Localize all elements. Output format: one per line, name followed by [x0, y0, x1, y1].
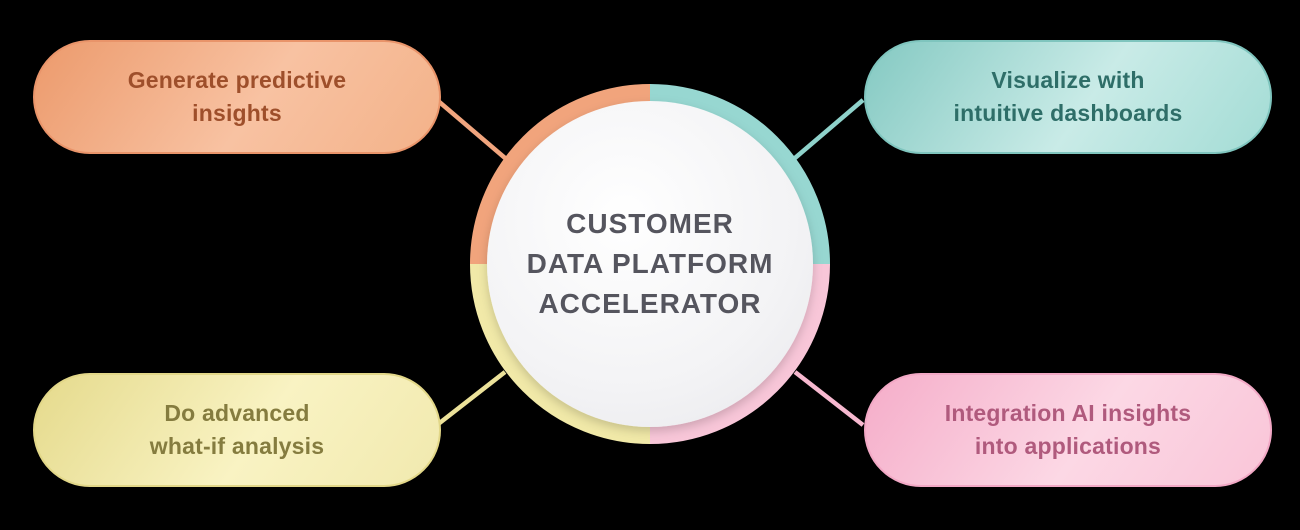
node-label: Integration AI insights into application… [944, 400, 1192, 459]
connector-top-right [793, 98, 865, 160]
connector-bottom-left [435, 370, 507, 427]
connector-bottom-right [793, 370, 865, 427]
node-label: Generate predictive insights [127, 67, 347, 126]
node-integrate-ai-insights: Integration AI insights into application… [864, 373, 1272, 487]
node-generate-predictive-insights: Generate predictive insights [33, 40, 441, 154]
connector-top-left [435, 98, 507, 160]
ring-quadrant-top-right [649, 84, 830, 265]
node-visualize-dashboards: Visualize with intuitive dashboards [864, 40, 1272, 154]
center-title: CUSTOMER DATA PLATFORM ACCELERATOR [526, 208, 774, 319]
node-what-if-analysis: Do advanced what-if analysis [33, 373, 441, 487]
ring-quadrant-top-left [470, 84, 651, 265]
center-circle [487, 101, 813, 427]
node-label: Do advanced what-if analysis [149, 400, 325, 459]
ring-quadrant-bottom-right [649, 263, 830, 444]
node-label: Visualize with intuitive dashboards [953, 67, 1183, 126]
ring-quadrant-bottom-left [470, 263, 651, 444]
